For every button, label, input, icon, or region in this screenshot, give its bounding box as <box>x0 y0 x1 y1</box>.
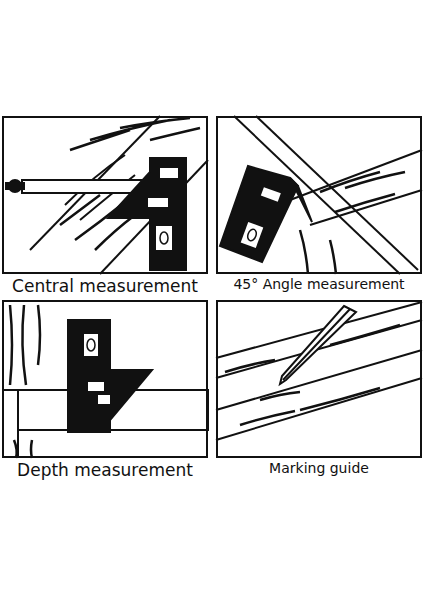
panel-caption: 45° Angle measurement <box>208 276 424 293</box>
central-illustration <box>6 116 208 274</box>
illustration-panel: Depth measurement <box>2 300 208 458</box>
illustration-panel: Central measurement <box>2 116 208 274</box>
panel-caption: Central measurement <box>0 276 216 296</box>
illustration-panel: Marking guide <box>216 300 422 458</box>
illustration-panel: 45° Angle measurement <box>216 116 422 274</box>
panel-caption: Marking guide <box>208 460 424 477</box>
angle-illustration <box>220 116 422 274</box>
marking-illustration <box>216 302 422 440</box>
panel-caption: Depth measurement <box>0 460 216 480</box>
depth-illustration <box>2 305 208 458</box>
